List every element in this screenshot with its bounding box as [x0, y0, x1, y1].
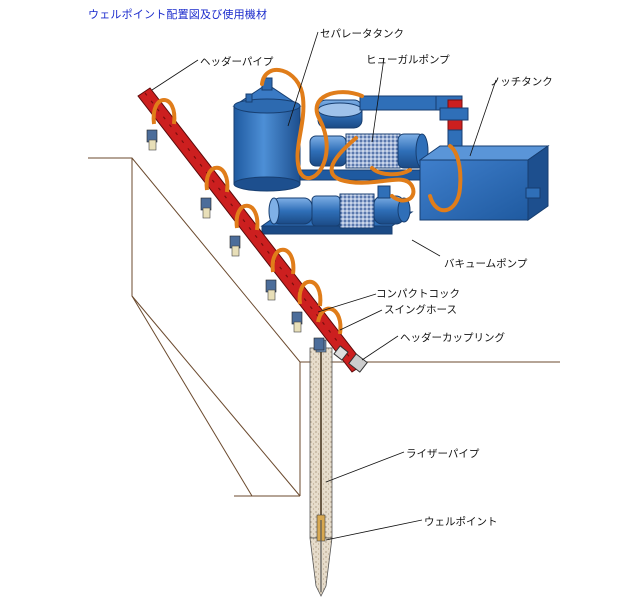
label-centrifugal-pump: ヒューガルポンプ — [366, 54, 450, 66]
label-header-pipe: ヘッダーパイプ — [200, 56, 274, 68]
ground-lines — [88, 157, 560, 497]
label-vacuum-pump: バキュームポンプ — [444, 258, 528, 270]
label-swing-hose: スイングホース — [384, 304, 457, 316]
well-point-tip — [309, 514, 333, 597]
leader-lines — [151, 31, 497, 541]
diagram-title: ウェルポイント配置図及び使用機材 — [88, 8, 268, 21]
label-header-coupling: ヘッダーカップリング — [400, 332, 505, 344]
swing-hose-4 — [265, 247, 296, 301]
label-notch-tank: ノッチタンク — [490, 76, 553, 88]
vacuum-pump — [260, 185, 414, 235]
label-compact-cock: コンパクトコック — [376, 288, 460, 300]
swing-hose-5 — [291, 279, 323, 333]
swing-hose-6 — [313, 306, 343, 351]
swing-hose-1 — [146, 98, 177, 151]
orange-hoses — [260, 67, 463, 213]
separator-tank — [232, 77, 302, 192]
swing-hose-2 — [200, 165, 230, 219]
label-riser-pipe: ライザーパイプ — [406, 448, 480, 460]
swing-hose-3 — [229, 203, 260, 257]
discharge-pipe — [435, 95, 469, 149]
swing-hose-set — [146, 98, 343, 351]
notch-tank — [418, 145, 550, 221]
header-pipe — [137, 87, 368, 373]
riser-pipe — [309, 339, 333, 540]
label-well-point: ウェルポイント — [424, 516, 498, 528]
label-separator-tank: セパレータタンク — [320, 28, 404, 40]
